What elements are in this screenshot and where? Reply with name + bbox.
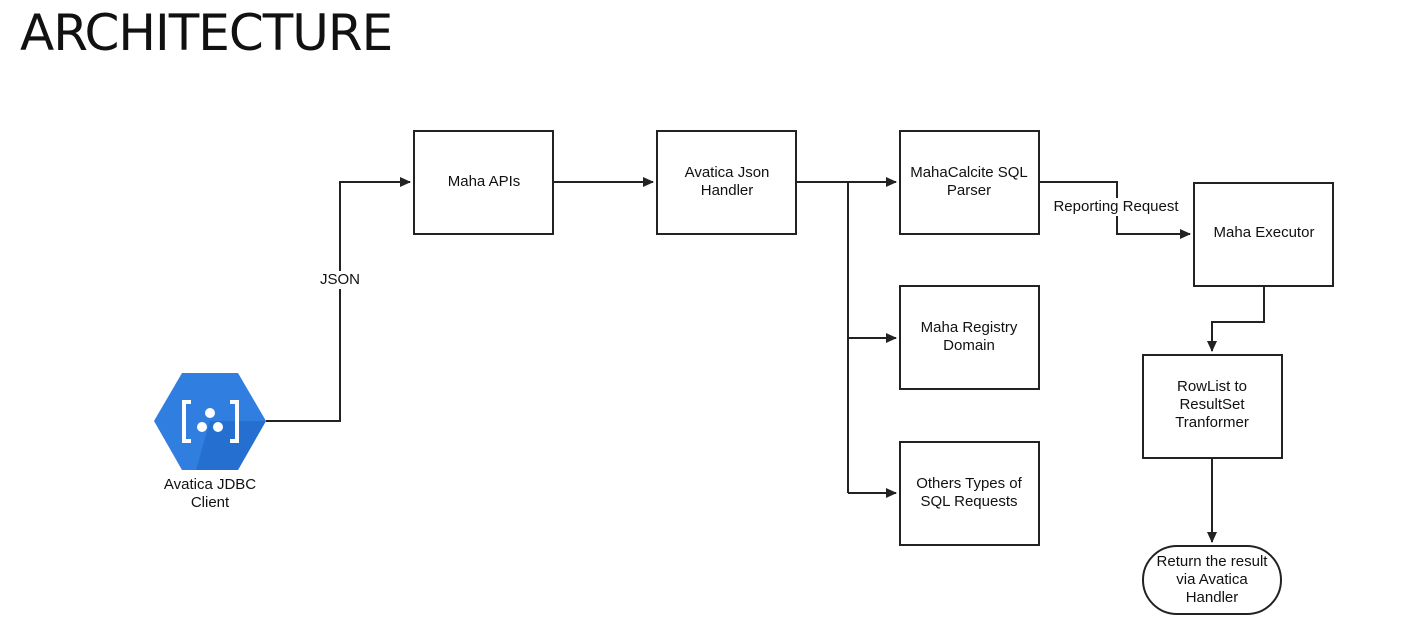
resultset-transformer-box — [1142, 354, 1283, 459]
page-title: ARCHITECTURE — [20, 4, 393, 62]
executor-to-transformer-connector — [1207, 286, 1265, 352]
client-to-maha-apis-connector — [266, 177, 411, 422]
maha-registry-domain-box — [899, 285, 1040, 390]
executor-label: Maha Executor — [1213, 224, 1315, 241]
result-label: Return the result via Avatica Handler — [1156, 553, 1268, 606]
maha-executor-box — [1193, 182, 1334, 287]
other-requests-label: Others Types of SQL Requests — [916, 475, 1022, 510]
reporting-request-edge-label: Reporting Request — [1051, 198, 1181, 216]
registry-label: Maha Registry Domain — [920, 319, 1018, 354]
other-sql-requests-box — [899, 441, 1040, 546]
return-result-terminal — [1142, 545, 1282, 615]
sql-parser-label: MahaCalcite SQL Parser — [910, 164, 1028, 199]
json-handler-label: Avatica Json Handler — [684, 164, 770, 199]
avatica-client-icon — [154, 373, 266, 470]
json-edge-label: JSON — [317, 271, 363, 289]
maha-apis-label: Maha APIs — [447, 173, 521, 190]
transformer-label: RowList to ResultSet Tranformer — [1175, 378, 1249, 431]
maha-apis-box — [413, 130, 554, 235]
client-label: Avatica JDBC Client — [163, 476, 257, 511]
